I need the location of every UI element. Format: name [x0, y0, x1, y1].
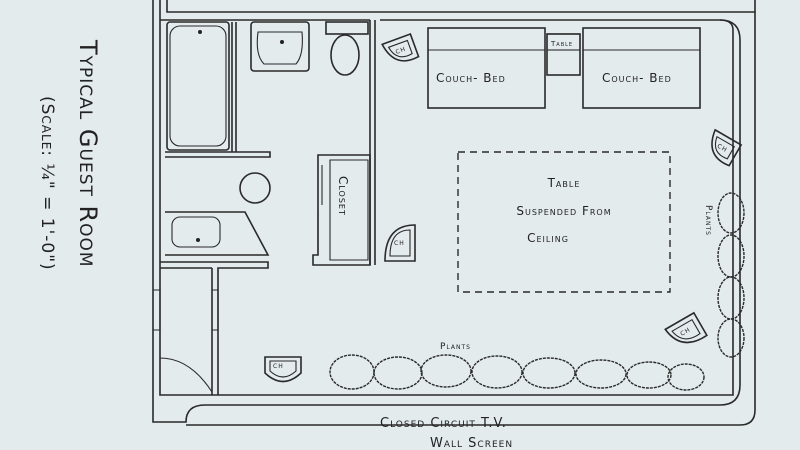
plants-bottom-label: Plants [440, 342, 471, 352]
toilet-tank [325, 21, 369, 35]
svg-text:CH: CH [394, 240, 405, 247]
svg-text:CH: CH [716, 143, 729, 154]
svg-text:CH: CH [395, 46, 407, 56]
tv-screen-label-line2: Wall Screen [430, 436, 513, 450]
couch-bed-label: Couch- Bed [436, 71, 506, 85]
chair-1: CH [381, 33, 420, 62]
toilet [330, 34, 360, 76]
plan-scale: (Scale: ¼" = 1'-0") [37, 96, 57, 271]
couch-bed-right: Couch- Bed [582, 27, 701, 109]
couch-bed-left: Couch- Bed [427, 27, 546, 109]
chair-4: CH [664, 311, 708, 344]
vanity [165, 211, 270, 256]
outer-walls [152, 0, 756, 426]
bathroom [153, 20, 376, 395]
table-label: Suspended From [516, 204, 611, 218]
svg-text:CH: CH [273, 363, 284, 370]
suspended-table: Table Suspended From Ceiling [457, 151, 671, 293]
closet-label: Closet [336, 176, 350, 216]
plants-bottom [329, 354, 705, 391]
chair-5: CH [264, 356, 302, 383]
plants-right [717, 192, 745, 358]
tv-screen-label-line1: Closed Circuit T.V. [380, 416, 507, 431]
table-label: Ceiling [527, 231, 569, 245]
side-table-label: Table [550, 40, 573, 48]
svg-text:CH: CH [679, 326, 692, 337]
stool [239, 172, 271, 204]
couch-bed-label: Couch- Bed [602, 71, 672, 85]
bathtub [166, 21, 230, 151]
chair-3: CH [384, 224, 416, 262]
table-label: Table [547, 176, 581, 190]
chair-2: CH [711, 128, 743, 167]
plants-right-label: Plants [703, 205, 713, 236]
bathroom-sink [250, 21, 310, 72]
plan-title: Typical Guest Room [74, 39, 102, 268]
side-table: Table [546, 33, 581, 76]
closet: Closet [312, 154, 371, 266]
